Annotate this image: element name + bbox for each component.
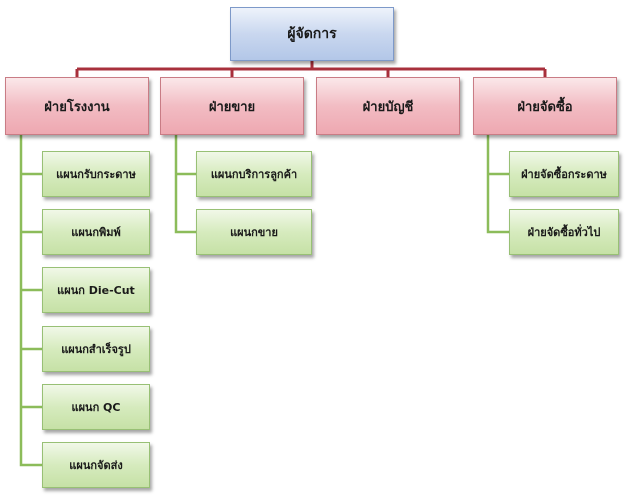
unit-printing: แผนกพิมพ์	[42, 209, 150, 255]
unit-label: ฝ่ายจัดซื้อกระดาษ	[521, 168, 607, 181]
connector-factory-trunk	[19, 135, 42, 467]
department-label: ฝ่ายบัญชี	[362, 99, 414, 115]
unit-die-cut: แผนก Die-Cut	[42, 267, 150, 313]
unit-paper-purchasing: ฝ่ายจัดซื้อกระดาษ	[509, 151, 619, 197]
unit-label: แผนกจัดส่ง	[69, 459, 123, 472]
department-label: ฝ่ายโรงงาน	[44, 99, 110, 115]
department-sales: ฝ่ายขาย	[160, 77, 304, 135]
unit-label: แผนกขาย	[230, 226, 278, 239]
unit-label: แผนก Die-Cut	[57, 284, 135, 297]
unit-customer-service: แผนกบริการลูกค้า	[196, 151, 312, 197]
department-factory: ฝ่ายโรงงาน	[5, 77, 149, 135]
department-label: ฝ่ายขาย	[208, 99, 256, 115]
department-label: ฝ่ายจัดซื้อ	[517, 99, 573, 115]
unit-shipping: แผนกจัดส่ง	[42, 442, 150, 488]
unit-label: แผนกบริการลูกค้า	[210, 168, 298, 181]
department-accounting: ฝ่ายบัญชี	[316, 77, 460, 135]
unit-qc: แผนก QC	[42, 384, 150, 430]
department-purchasing: ฝ่ายจัดซื้อ	[473, 77, 617, 135]
unit-connectors	[19, 135, 509, 467]
unit-label: แผนก QC	[71, 401, 121, 414]
manager-box: ผู้จัดการ	[230, 7, 394, 61]
unit-general-purchasing: ฝ่ายจัดซื้อทั่วไป	[509, 209, 619, 255]
unit-label: แผนกพิมพ์	[71, 226, 121, 239]
unit-sales: แผนกขาย	[196, 209, 312, 255]
unit-label: แผนกสำเร็จรูป	[61, 343, 131, 356]
unit-paper-receiving: แผนกรับกระดาษ	[42, 151, 150, 197]
unit-label: ฝ่ายจัดซื้อทั่วไป	[527, 226, 601, 239]
unit-label: แผนกรับกระดาษ	[56, 168, 136, 181]
manager-label: ผู้จัดการ	[287, 26, 337, 42]
unit-finishing: แผนกสำเร็จรูป	[42, 326, 150, 372]
connector-purchasing-trunk	[486, 135, 509, 234]
connector-sales-trunk	[174, 135, 196, 234]
manager-connectors	[75, 61, 547, 77]
